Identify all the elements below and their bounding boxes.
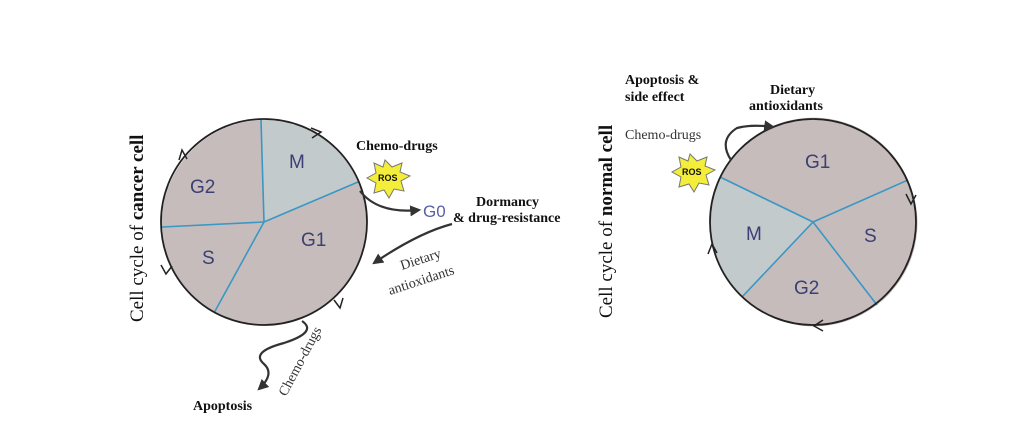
normal-divider-3 (812, 221, 878, 306)
cancer-direction-arrow-icon (310, 127, 323, 139)
cancer-phase-g1: G1 (301, 230, 326, 251)
cancer-g1-segment (214, 182, 367, 326)
normal-g2-segment (742, 222, 877, 327)
normal-ros-star-icon (670, 153, 717, 193)
normal-direction-arrow-icon (812, 319, 824, 332)
normal-direction-arrow-icon (707, 242, 718, 255)
normal-m-segment (709, 177, 813, 297)
normal-divider-4 (741, 221, 814, 298)
cancer-divider-4 (161, 221, 265, 228)
normal-phase-g1: G1 (805, 152, 830, 173)
cancer-side-title: Cell cycle of cancer cell (127, 135, 148, 322)
normal-side-title: Cell cycle of normal cell (596, 125, 617, 318)
normal-phase-g2: G2 (794, 278, 819, 299)
normal-dietary-label: Dietary (770, 83, 815, 98)
cancer-direction-arrow-icon (160, 264, 173, 276)
cancer-ros-label: ROS (378, 173, 398, 183)
cancer-to-g0-arrow (359, 190, 422, 217)
cancer-ros-star-icon (365, 159, 412, 199)
normal-chemo-drugs-label: Chemo-drugs (625, 128, 701, 143)
cancer-phase-s: S (202, 248, 215, 269)
cancer-g0-label: G0 (423, 202, 446, 221)
cancer-drug-resistance-label: & drug-resistance (453, 211, 560, 226)
cancer-cell-outline (160, 118, 368, 326)
normal-ros-label: ROS (682, 167, 702, 177)
cancer-divider-2 (263, 181, 359, 223)
cancer-direction-arrow-icon (178, 148, 188, 161)
cancer-return-arrow (372, 222, 453, 265)
normal-phase-s: S (864, 226, 877, 247)
cancer-chemo-drugs-label: Chemo-drugs (356, 139, 438, 154)
cancer-phase-g2: G2 (190, 177, 215, 198)
cancer-phase-m: M (289, 152, 305, 173)
cancer-antioxidants-label: antioxidants (387, 263, 457, 298)
normal-divider-1 (719, 176, 814, 223)
normal-phase-m: M (746, 224, 762, 245)
cancer-apoptosis-arrow (257, 320, 309, 391)
cancer-divider-3 (213, 221, 265, 314)
cancer-divider-1 (260, 119, 265, 223)
normal-g1-segment (720, 117, 908, 222)
cancer-dormancy-label: Dormancy (476, 195, 539, 210)
normal-cell-outline (709, 118, 917, 326)
normal-apoptosis-arrow (724, 120, 776, 161)
cancer-apoptosis-label: Apoptosis (193, 399, 253, 414)
cancer-g2-segment (161, 120, 264, 227)
normal-cell-diagram: G1 M S G2 Cell cycle of normal cell Apop… (596, 73, 918, 332)
cancer-m-segment (261, 119, 358, 222)
normal-apoptosis-label: Apoptosis & (625, 73, 699, 88)
normal-direction-arrow-icon (905, 193, 917, 206)
cancer-cell-diagram: G2 M G1 S Cell cycle of cancer cell Chem… (127, 118, 560, 414)
normal-antioxidants-label: antioxidants (749, 99, 823, 114)
normal-side-effect-label: side effect (625, 90, 685, 105)
normal-divider-2 (812, 179, 909, 223)
cancer-direction-arrow-icon (333, 297, 344, 310)
